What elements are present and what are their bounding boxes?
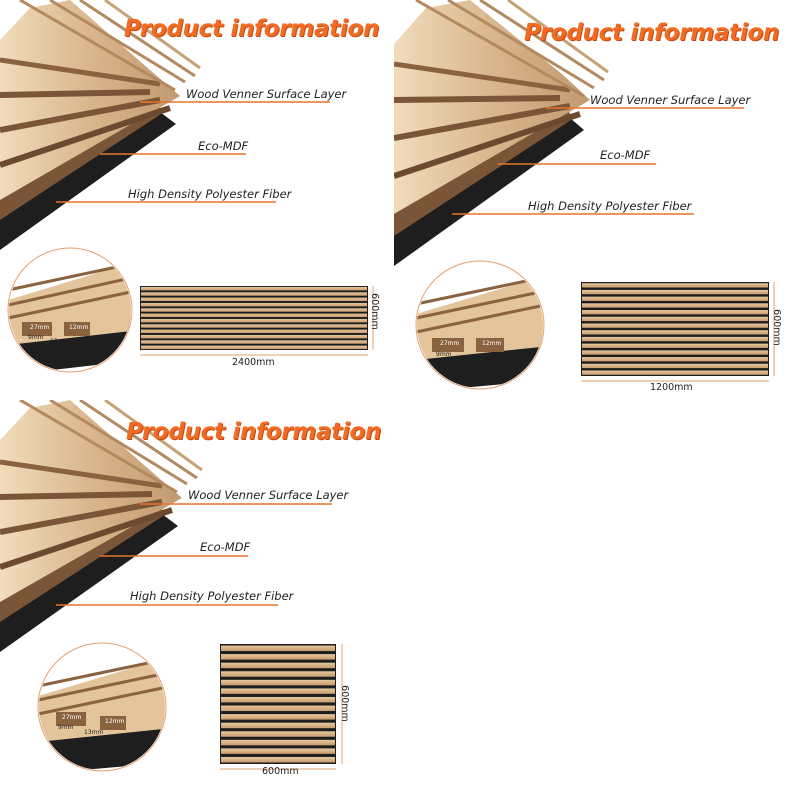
panel-slat-strip xyxy=(141,334,367,339)
panel-slat-strip xyxy=(221,705,335,712)
panel-slat-strip xyxy=(221,671,335,677)
panel-slat-strip xyxy=(582,370,768,375)
slat-height-label: 12mm xyxy=(482,340,502,347)
label-felt-backing: High Density Polyester Fiber xyxy=(528,199,692,213)
gap-label: 9mm xyxy=(436,351,452,358)
panel-front-view xyxy=(140,286,374,356)
panel-slat-strip xyxy=(141,318,367,323)
gap-label: 9mm xyxy=(58,724,74,731)
product-card-1200: Product information Wood Venner Surface … xyxy=(394,0,794,400)
panel-slat-strip xyxy=(141,313,367,318)
panel-slat-strip xyxy=(221,696,335,703)
pitch-label: 13mm xyxy=(50,338,70,345)
panel-slat-strip xyxy=(221,714,335,720)
panel-slat-strip xyxy=(141,329,367,334)
layered-panel-illustration xyxy=(0,400,343,772)
panel-slat-strip xyxy=(221,688,335,694)
product-card-600: Product information Wood Venner Surface … xyxy=(0,400,400,800)
label-surface-layer: Wood Venner Surface Layer xyxy=(590,93,751,107)
slat-width-label: 27mm xyxy=(440,340,460,347)
panel-width-label: 2400mm xyxy=(232,357,275,368)
panel-slat-strip xyxy=(141,292,367,296)
panel-slat-strip xyxy=(221,722,335,729)
panel-height-label: 600mm xyxy=(770,309,782,346)
label-mdf-core: Eco-MDF xyxy=(600,148,651,162)
panel-slat-strip xyxy=(141,340,367,344)
pitch-label: 13mm xyxy=(84,729,104,736)
section-title: Product information xyxy=(524,20,780,46)
panel-slat-strip xyxy=(221,731,335,737)
panel-slat-strip xyxy=(221,679,335,686)
panel-slat-strip xyxy=(141,308,367,312)
panel-slat-strip xyxy=(582,350,768,355)
section-title: Product information xyxy=(126,419,382,445)
gap-label: 9mm xyxy=(28,334,44,341)
mdf-core xyxy=(394,102,574,236)
label-felt-backing: High Density Polyester Fiber xyxy=(130,589,294,603)
felt-backing xyxy=(0,514,178,652)
panel-slat-strip xyxy=(582,336,768,342)
panel-slat-strip xyxy=(221,756,335,763)
panel-slat-strip xyxy=(582,363,768,369)
section-title: Product information xyxy=(124,16,380,42)
panel-width-label: 600mm xyxy=(262,766,299,777)
felt-backing xyxy=(394,118,584,266)
layered-panel-illustration xyxy=(394,0,775,390)
panel-slat-strip xyxy=(582,316,768,322)
panel-slat-strip xyxy=(582,343,768,348)
panel-slat-strip xyxy=(141,286,367,291)
layered-panel-illustration xyxy=(0,0,374,373)
panel-front-view xyxy=(581,282,775,382)
panel-slat-strip xyxy=(221,739,335,746)
panel-slat-strip xyxy=(221,645,335,652)
panel-slat-strip xyxy=(582,289,768,295)
profile-closeup xyxy=(37,642,167,772)
panel-height-label: 600mm xyxy=(368,293,380,330)
panel-slat-strip xyxy=(582,310,768,315)
panel-slat-strip xyxy=(582,357,768,362)
panel-slat-strip xyxy=(582,323,768,328)
label-mdf-core: Eco-MDF xyxy=(200,540,251,554)
panel-slat-strip xyxy=(582,303,768,308)
slat-height-label: 12mm xyxy=(105,718,125,725)
panel-slat-strip xyxy=(582,330,768,335)
felt-backing xyxy=(0,112,176,250)
panel-height-label: 600mm xyxy=(338,685,350,722)
panel-slat-strip xyxy=(141,324,367,328)
oak-slats xyxy=(394,0,609,214)
product-card-2400: Product information Wood Venner Surface … xyxy=(0,0,400,400)
panel-slat-strip xyxy=(582,296,768,301)
panel-slat-strip xyxy=(221,654,335,660)
label-felt-backing: High Density Polyester Fiber xyxy=(128,187,292,201)
panel-slat-strip xyxy=(582,283,768,288)
profile-closeup xyxy=(415,260,545,390)
panel-front-view xyxy=(220,644,343,770)
slat-height-label: 12mm xyxy=(69,324,89,331)
profile-closeup xyxy=(7,247,133,373)
panel-slat-strip xyxy=(141,302,367,307)
label-mdf-core: Eco-MDF xyxy=(198,139,249,153)
oak-slats xyxy=(0,400,203,602)
slat-width-label: 27mm xyxy=(30,324,50,331)
panel-slat-strip xyxy=(141,345,367,350)
label-surface-layer: Wood Venner Surface Layer xyxy=(186,87,347,101)
slat-width-label: 27mm xyxy=(62,714,82,721)
label-surface-layer: Wood Venner Surface Layer xyxy=(188,488,349,502)
panel-width-label: 1200mm xyxy=(650,382,693,393)
panel-slat-strip xyxy=(221,748,335,754)
panel-slat-strip xyxy=(221,662,335,669)
pitch-label: 13mm xyxy=(464,356,484,363)
oak-slats xyxy=(0,0,201,200)
panel-slat-strip xyxy=(141,297,367,302)
